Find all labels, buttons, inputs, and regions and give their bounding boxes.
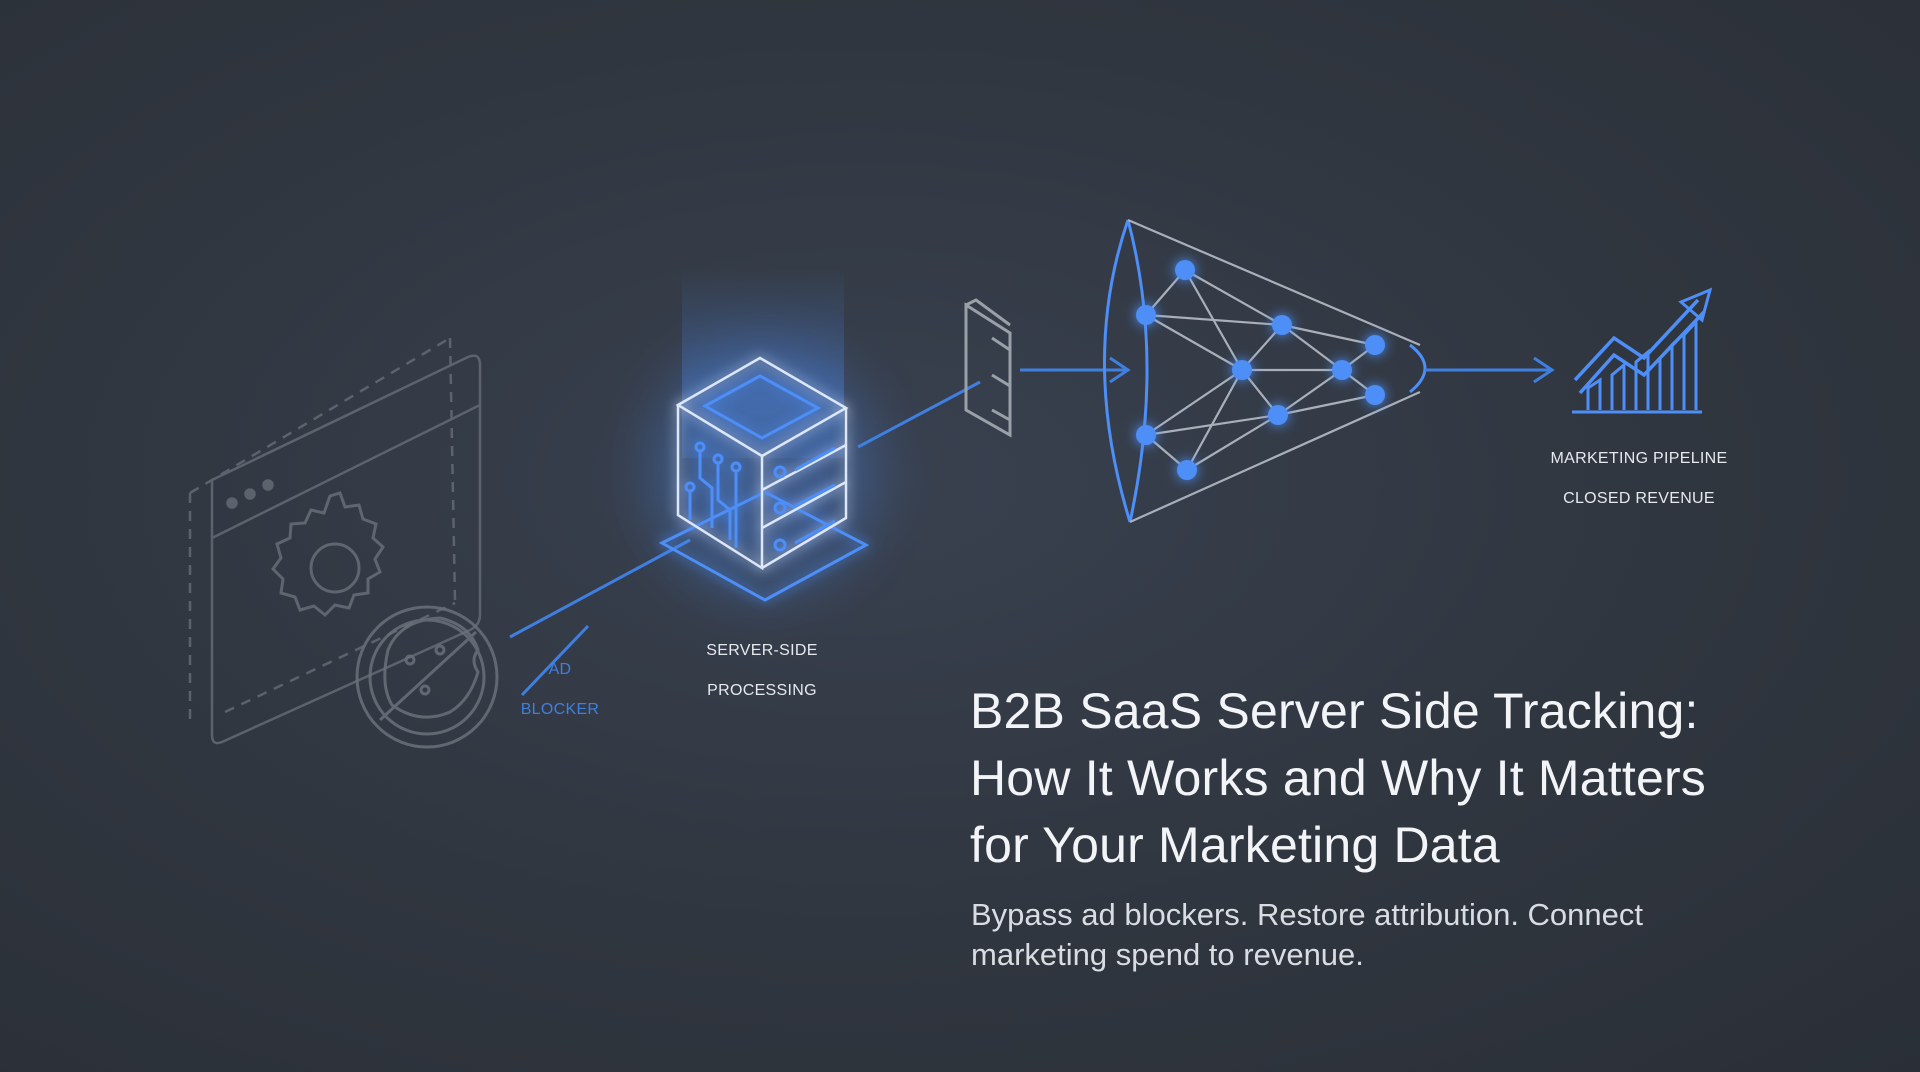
- ad-blocker-label-line2: BLOCKER: [520, 701, 600, 718]
- ad-blocker-label: AD BLOCKER: [510, 640, 610, 740]
- subtitle-line-1: Bypass ad blockers. Restore attribution.…: [971, 897, 1644, 932]
- title-line-3: for Your Marketing Data: [970, 817, 1500, 873]
- pipeline-label-line2: CLOSED REVENUE: [1563, 490, 1715, 507]
- server-side-label-line1: SERVER-SIDE: [706, 642, 818, 659]
- ad-blocker-link: [509, 538, 691, 697]
- title-line-2: How It Works and Why It Matters: [970, 750, 1707, 806]
- arrow-to-chart: [1425, 356, 1555, 384]
- title-line-1: B2B SaaS Server Side Tracking:: [970, 683, 1699, 739]
- page-title: B2B SaaS Server Side Tracking: How It Wo…: [970, 678, 1870, 879]
- server-to-shield-link: [857, 380, 981, 449]
- server-stack-icon: [658, 356, 870, 602]
- growth-chart-icon: [1572, 287, 1713, 414]
- shield-wall-icon: [964, 298, 1012, 438]
- server-side-label: SERVER-SIDE PROCESSING: [682, 621, 842, 721]
- ad-blocker-label-line1: AD: [548, 661, 572, 678]
- subtitle-line-2: marketing spend to revenue.: [971, 937, 1364, 972]
- gear-icon: [271, 491, 385, 618]
- arrow-to-funnel: [1020, 356, 1131, 384]
- network-funnel-icon: [1103, 218, 1427, 524]
- subtitle: Bypass ad blockers. Restore attribution.…: [971, 895, 1791, 975]
- pipeline-label-line1: MARKETING PIPELINE: [1550, 450, 1728, 467]
- blocked-cookie-icon: [355, 605, 499, 749]
- pipeline-label: MARKETING PIPELINE CLOSED REVENUE: [1530, 429, 1748, 529]
- server-side-label-line2: PROCESSING: [707, 682, 817, 699]
- browser-window-icon: [188, 336, 482, 745]
